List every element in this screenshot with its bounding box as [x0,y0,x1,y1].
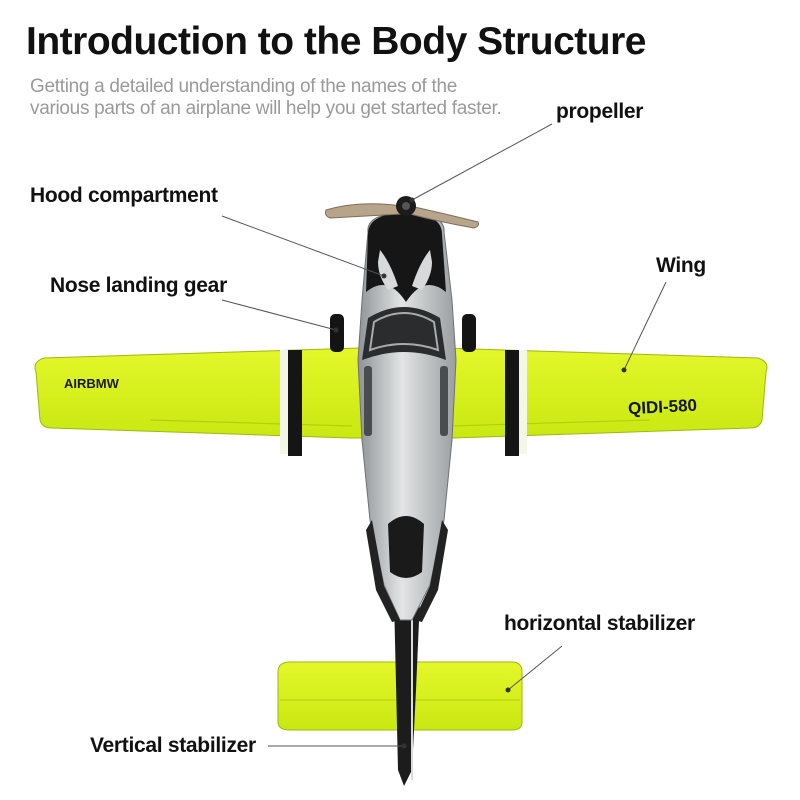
page-title: Introduction to the Body Structure [26,20,646,63]
aileron-line-left [149,419,353,427]
vertical-stabilizer [394,598,420,786]
leader-dot-vertical-stabilizer [401,743,407,749]
propeller-hub [402,202,410,210]
rear-fuselage-dark-stripe-right [414,520,448,622]
leader-line-propeller [411,123,553,201]
cowl-silver-panel-left [378,250,398,290]
page-subtitle: Getting a detailed understanding of the … [30,76,570,120]
leader-dot-propeller [409,197,415,203]
leader-line-nose-gear [221,299,337,331]
rear-hatch [388,516,424,578]
label-propeller: propeller [556,100,644,123]
brand-decal: AIRBMW [64,376,120,391]
leader-line-hood [221,215,385,277]
landing-gear-wheel-right [462,314,476,352]
leader-dot-horizontal-stabilizer [505,687,511,693]
side-window-right [440,366,448,436]
cowl-silver-panel-right [412,250,432,290]
model-decal: QIDI-580 [628,396,698,419]
leader-dot-nose-gear [333,327,339,333]
wing-stripe-right-black [505,350,519,456]
propeller-blade-left [325,203,403,219]
wing-stripe-right-white [519,350,527,454]
side-window-left [364,366,372,436]
wing-stripe-left-white [280,350,288,454]
aileron-line-right [449,419,651,427]
subtitle-line-2: various parts of an airplane will help y… [30,98,502,119]
landing-gear-wheel-left [330,314,344,352]
leader-dot-wing [621,367,627,373]
leader-dots [333,197,627,749]
wing-stripe-left-black [288,350,302,456]
label-vertical-stabilizer: Vertical stabilizer [90,734,256,757]
leader-line-wing [623,281,667,371]
label-hood-compartment: Hood compartment [30,184,218,207]
leader-lines [221,123,667,747]
leader-dot-hood [381,273,387,279]
leader-line-horizontal-stabilizer [507,645,563,691]
label-wing: Wing [656,254,706,277]
canopy-frame [368,312,440,352]
propeller-blade-right [409,205,479,229]
label-nose-landing-gear: Nose landing gear [50,274,227,297]
label-horizontal-stabilizer: horizontal stabilizer [504,612,695,635]
subtitle-line-1: Getting a detailed understanding of the … [30,76,457,97]
rear-fuselage-dark-stripe [366,520,400,622]
